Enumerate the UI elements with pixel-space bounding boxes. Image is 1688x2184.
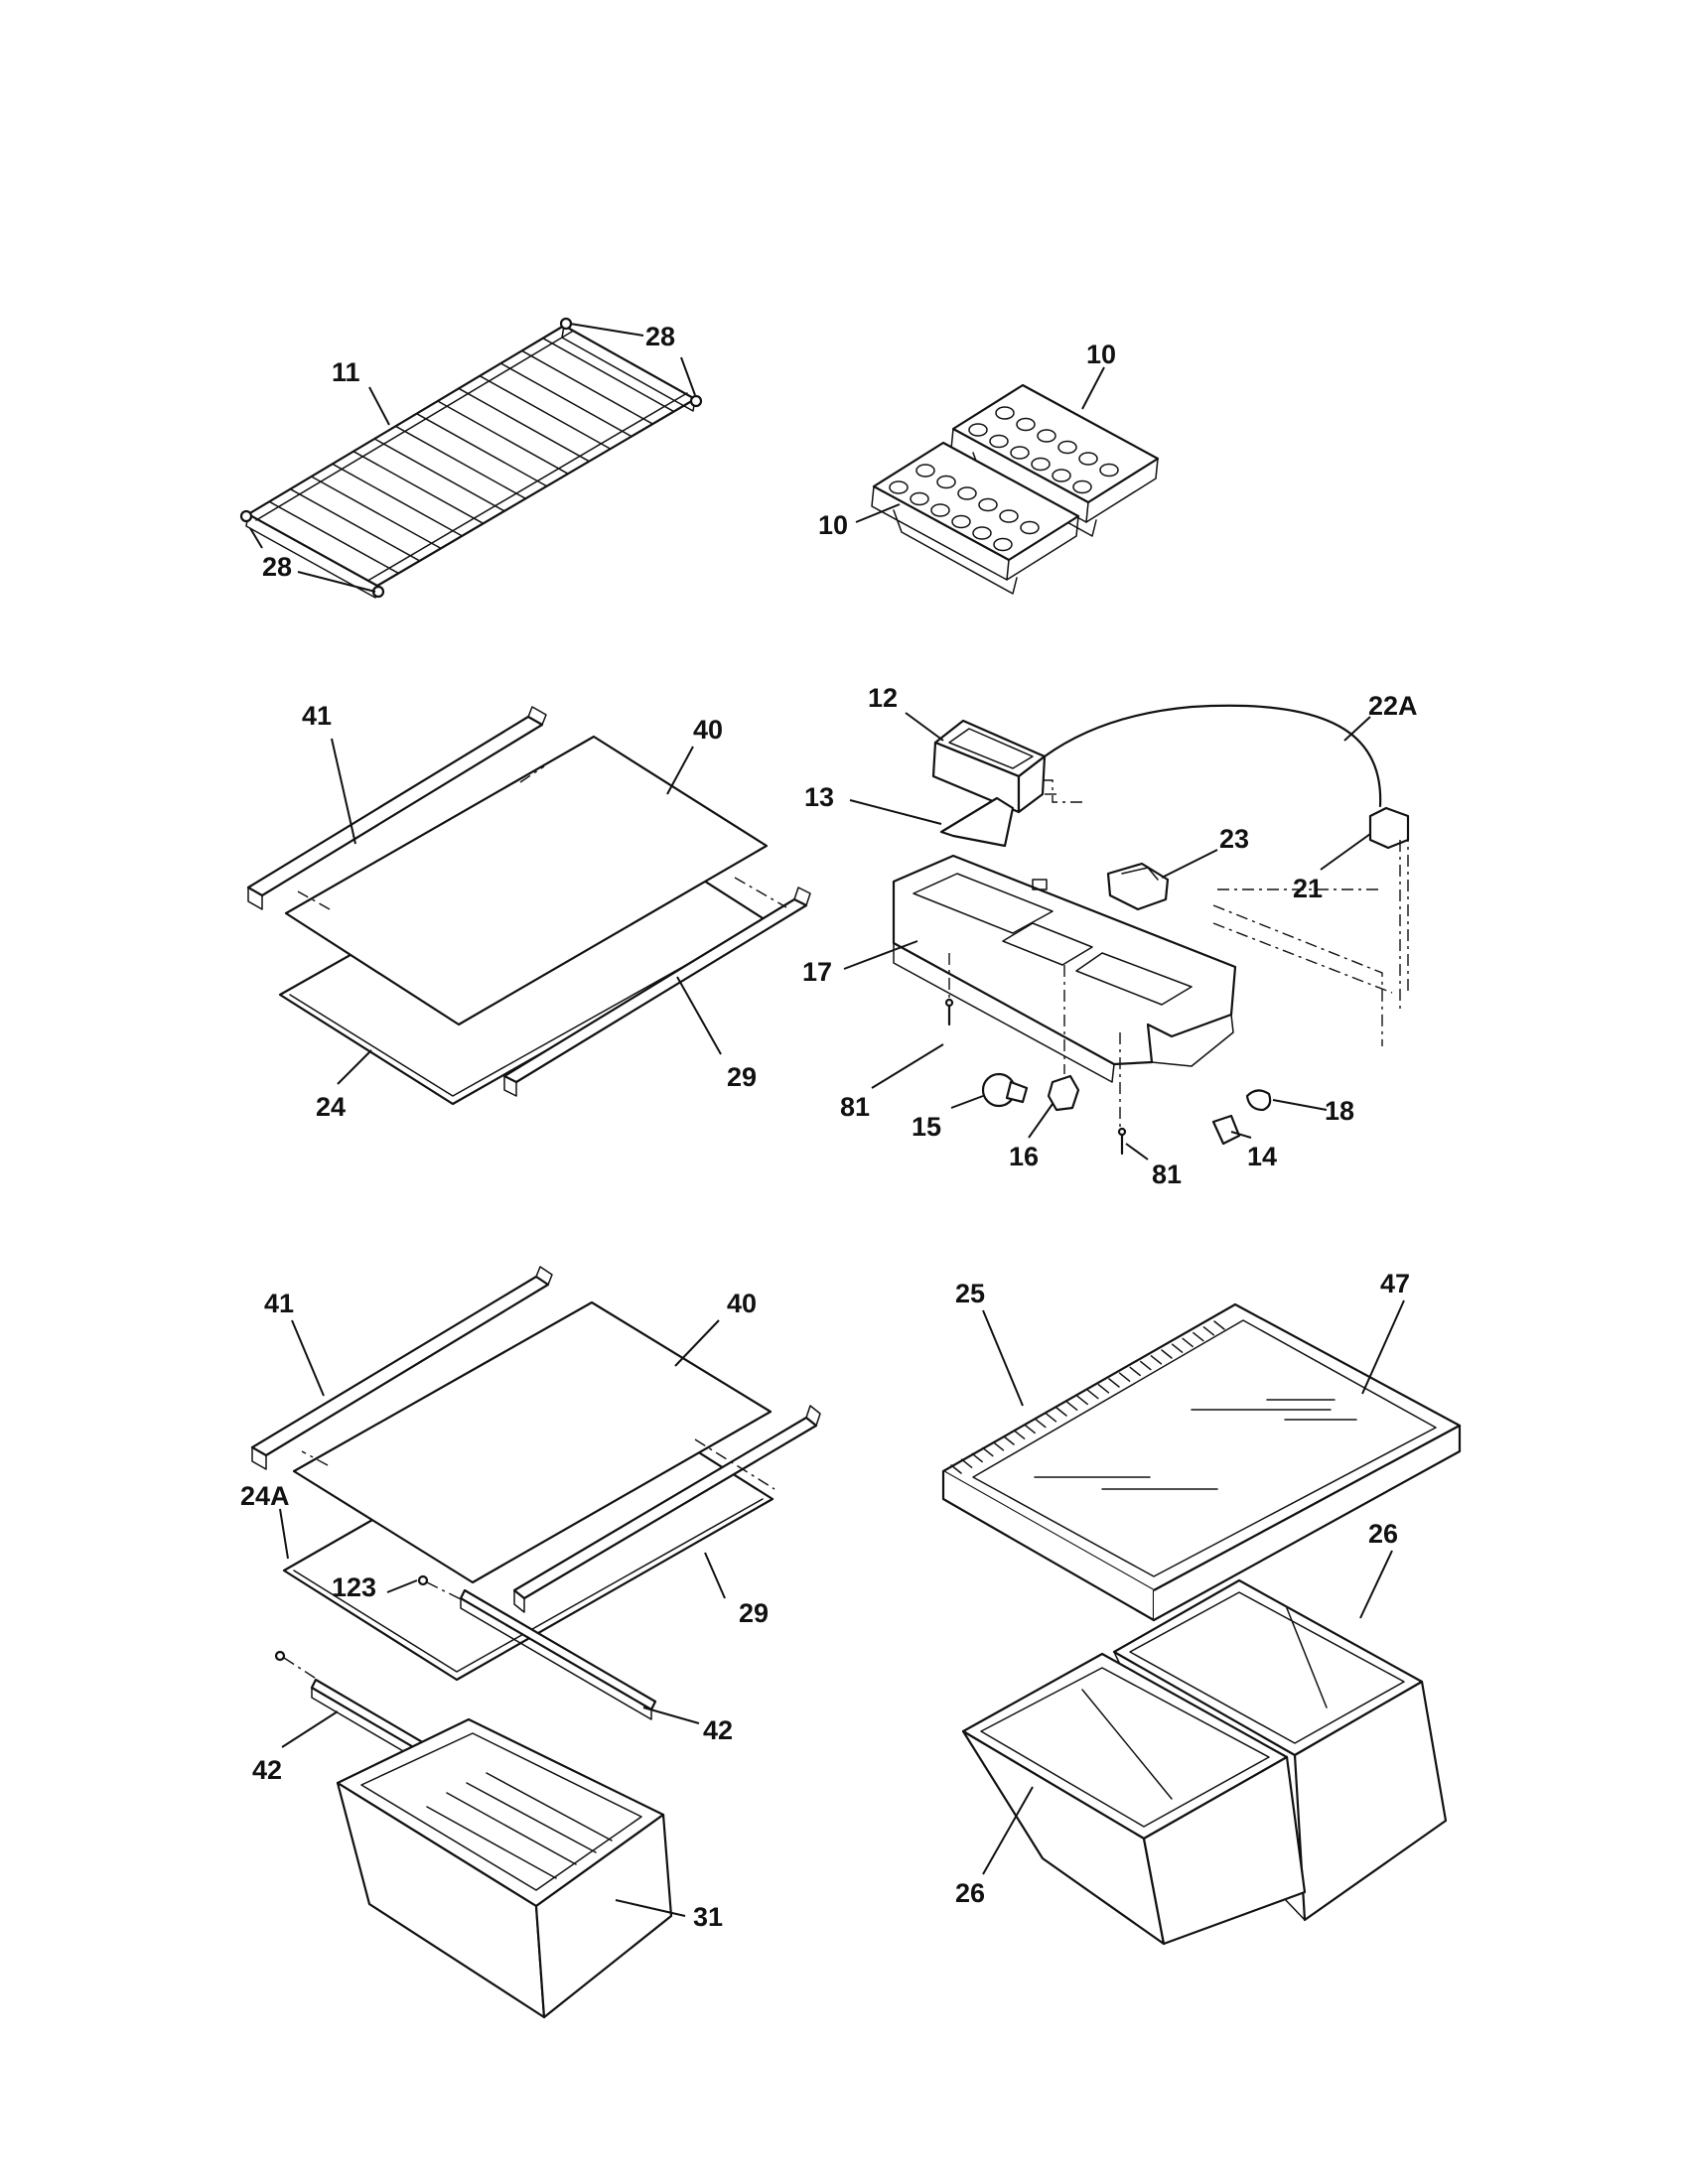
callout-42: 42 [252, 1755, 282, 1785]
screw-part [1117, 1127, 1127, 1156]
crisper-cover-part [941, 1302, 1462, 1622]
shelf-trim-part [512, 1405, 821, 1613]
screw-part [944, 998, 954, 1026]
ice-bin-part [931, 719, 1047, 814]
callout-41: 41 [302, 701, 332, 731]
ice-tray-part [871, 441, 1080, 595]
callout-29: 29 [727, 1062, 757, 1092]
glass-shelf-part [284, 735, 769, 1026]
callout-12: 12 [868, 683, 898, 713]
screw-part [274, 1650, 286, 1662]
callout-14: 14 [1247, 1142, 1277, 1171]
callout-13: 13 [804, 782, 834, 812]
callout-28: 28 [262, 552, 292, 582]
callout-26: 26 [955, 1878, 985, 1908]
glass-shelf-part [292, 1300, 773, 1584]
callout-81: 81 [840, 1092, 870, 1122]
callout-28: 28 [645, 322, 675, 351]
callout-42: 42 [703, 1715, 733, 1745]
shelf-trim-part [246, 706, 547, 910]
callout-25: 25 [955, 1279, 985, 1308]
light-bulb-part [981, 1072, 1029, 1108]
callout-24A: 24A [240, 1481, 290, 1511]
wire-shelf-part [239, 317, 703, 599]
grommet-part [1245, 1089, 1272, 1112]
callout-47: 47 [1380, 1269, 1410, 1298]
meat-drawer-part [336, 1717, 673, 2019]
callout-31: 31 [693, 1902, 723, 1932]
wire-harness-part [1043, 704, 1382, 808]
callout-10: 10 [1086, 340, 1116, 369]
callout-15: 15 [912, 1112, 941, 1142]
light-housing-part [892, 854, 1237, 1083]
shelf-trim-part [502, 887, 811, 1097]
callout-labels: 11 28 28 10 10 41 40 29 24 12 22A 13 23 … [240, 322, 1418, 1932]
callout-22A: 22A [1368, 691, 1418, 721]
control-module-part [1106, 862, 1170, 911]
slide-rail-part [459, 1588, 657, 1720]
callout-18: 18 [1325, 1096, 1354, 1126]
callout-23: 23 [1219, 824, 1249, 854]
ice-tray-part [950, 383, 1160, 537]
dispenser-flap-part [939, 796, 1015, 848]
light-switch-part [1211, 1114, 1241, 1146]
callout-11: 11 [332, 357, 360, 387]
callout-17: 17 [802, 957, 832, 987]
crisper-drawer-part [961, 1652, 1307, 1946]
callout-26: 26 [1368, 1519, 1398, 1549]
callout-24: 24 [316, 1092, 346, 1122]
light-socket-part [1047, 1074, 1080, 1112]
leader-lines [249, 323, 1405, 1917]
callout-41: 41 [264, 1289, 294, 1318]
callout-40: 40 [727, 1289, 757, 1318]
callout-16: 16 [1009, 1142, 1039, 1171]
callout-40: 40 [693, 715, 723, 745]
crisper-drawer-part [1112, 1578, 1448, 1922]
callout-10: 10 [818, 510, 848, 540]
callout-123: 123 [332, 1572, 376, 1602]
callout-21: 21 [1293, 874, 1323, 903]
shelf-trim-part [250, 1266, 553, 1470]
sensor-part [1368, 806, 1410, 850]
callout-29: 29 [739, 1598, 769, 1628]
screw-part [417, 1574, 429, 1586]
callout-81: 81 [1152, 1160, 1182, 1189]
